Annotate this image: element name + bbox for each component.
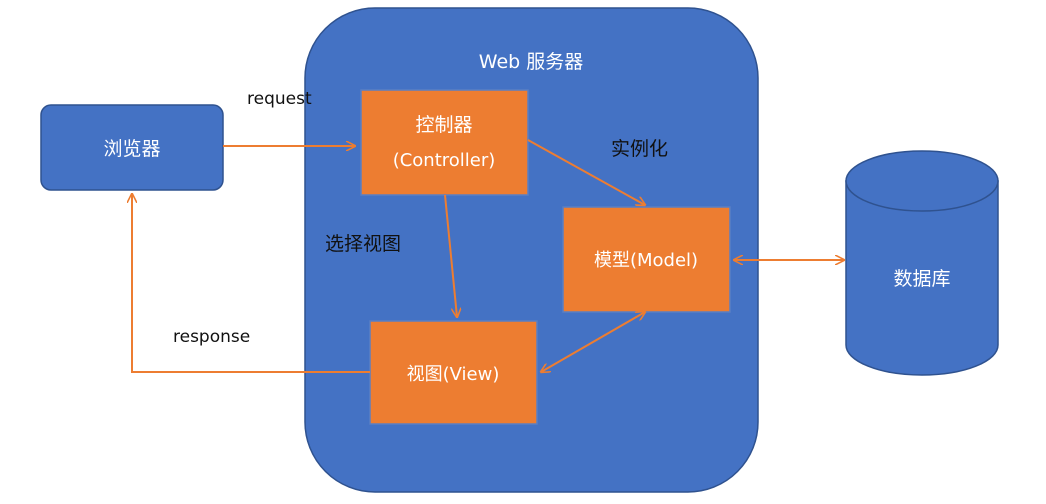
web-server-title: Web 服务器	[479, 51, 583, 73]
browser-node[interactable]	[40, 104, 224, 191]
request-label: request	[247, 89, 312, 109]
database-label: 数据库	[893, 268, 950, 290]
select-view-arrow	[444, 194, 457, 317]
response-arrow	[132, 194, 370, 373]
database-cylinder-top	[845, 150, 999, 212]
controller-node[interactable]	[360, 89, 529, 196]
instantiate-arrow	[527, 139, 645, 205]
response-label: response	[173, 327, 250, 347]
select-view-label: 选择视图	[325, 233, 401, 255]
model-view-arrow	[541, 312, 645, 372]
instantiate-label: 实例化	[611, 138, 668, 160]
database-cylinder-body	[845, 180, 999, 376]
database-node[interactable]: 数据库	[845, 150, 999, 376]
controller-label-line1: 控制器	[415, 114, 472, 136]
browser-label: 浏览器	[103, 138, 160, 160]
view-label: 视图(View)	[407, 364, 500, 385]
controller-label-line2: (Controller)	[393, 150, 496, 171]
model-label: 模型(Model)	[594, 250, 698, 271]
